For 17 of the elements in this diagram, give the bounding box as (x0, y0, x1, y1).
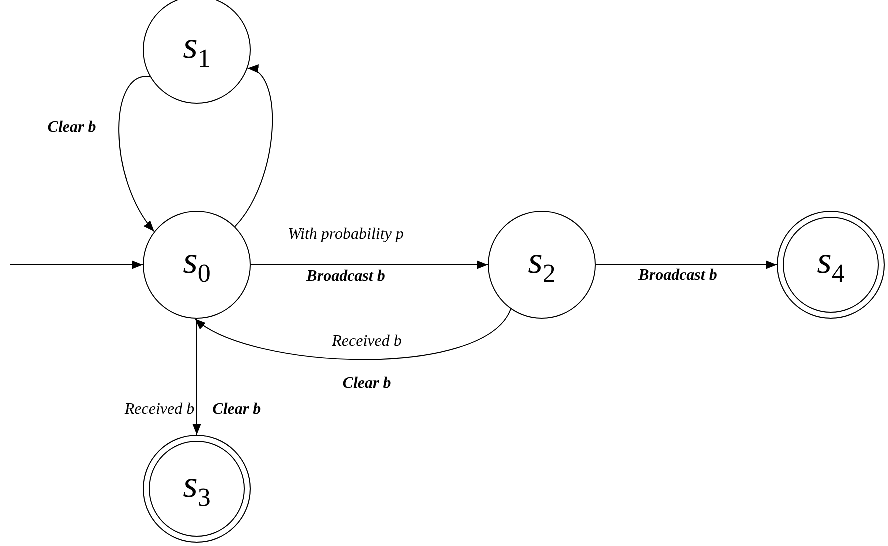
state-label: s$_{2}$ (528, 242, 556, 288)
edge-label: With probability p Broadcast b (288, 226, 404, 286)
edge-label: Received b Clear b (124, 401, 262, 419)
edge-label: Received b Clear b (332, 333, 402, 393)
state-label: s$_{3}$ (183, 466, 211, 512)
edge-label: Broadcast b (638, 267, 718, 285)
arrow (192, 318, 202, 436)
arrow (10, 260, 144, 270)
arrow (250, 260, 488, 270)
arrow (234, 67, 273, 228)
state-label: s$_{1}$ (183, 27, 211, 73)
state-label: s$_{0}$ (183, 242, 211, 288)
arrow (596, 260, 778, 270)
arrow (194, 308, 512, 360)
arrow (118, 76, 155, 232)
state-label: s$_{4}$ (817, 242, 845, 288)
edge-label: Clear b (48, 119, 96, 137)
